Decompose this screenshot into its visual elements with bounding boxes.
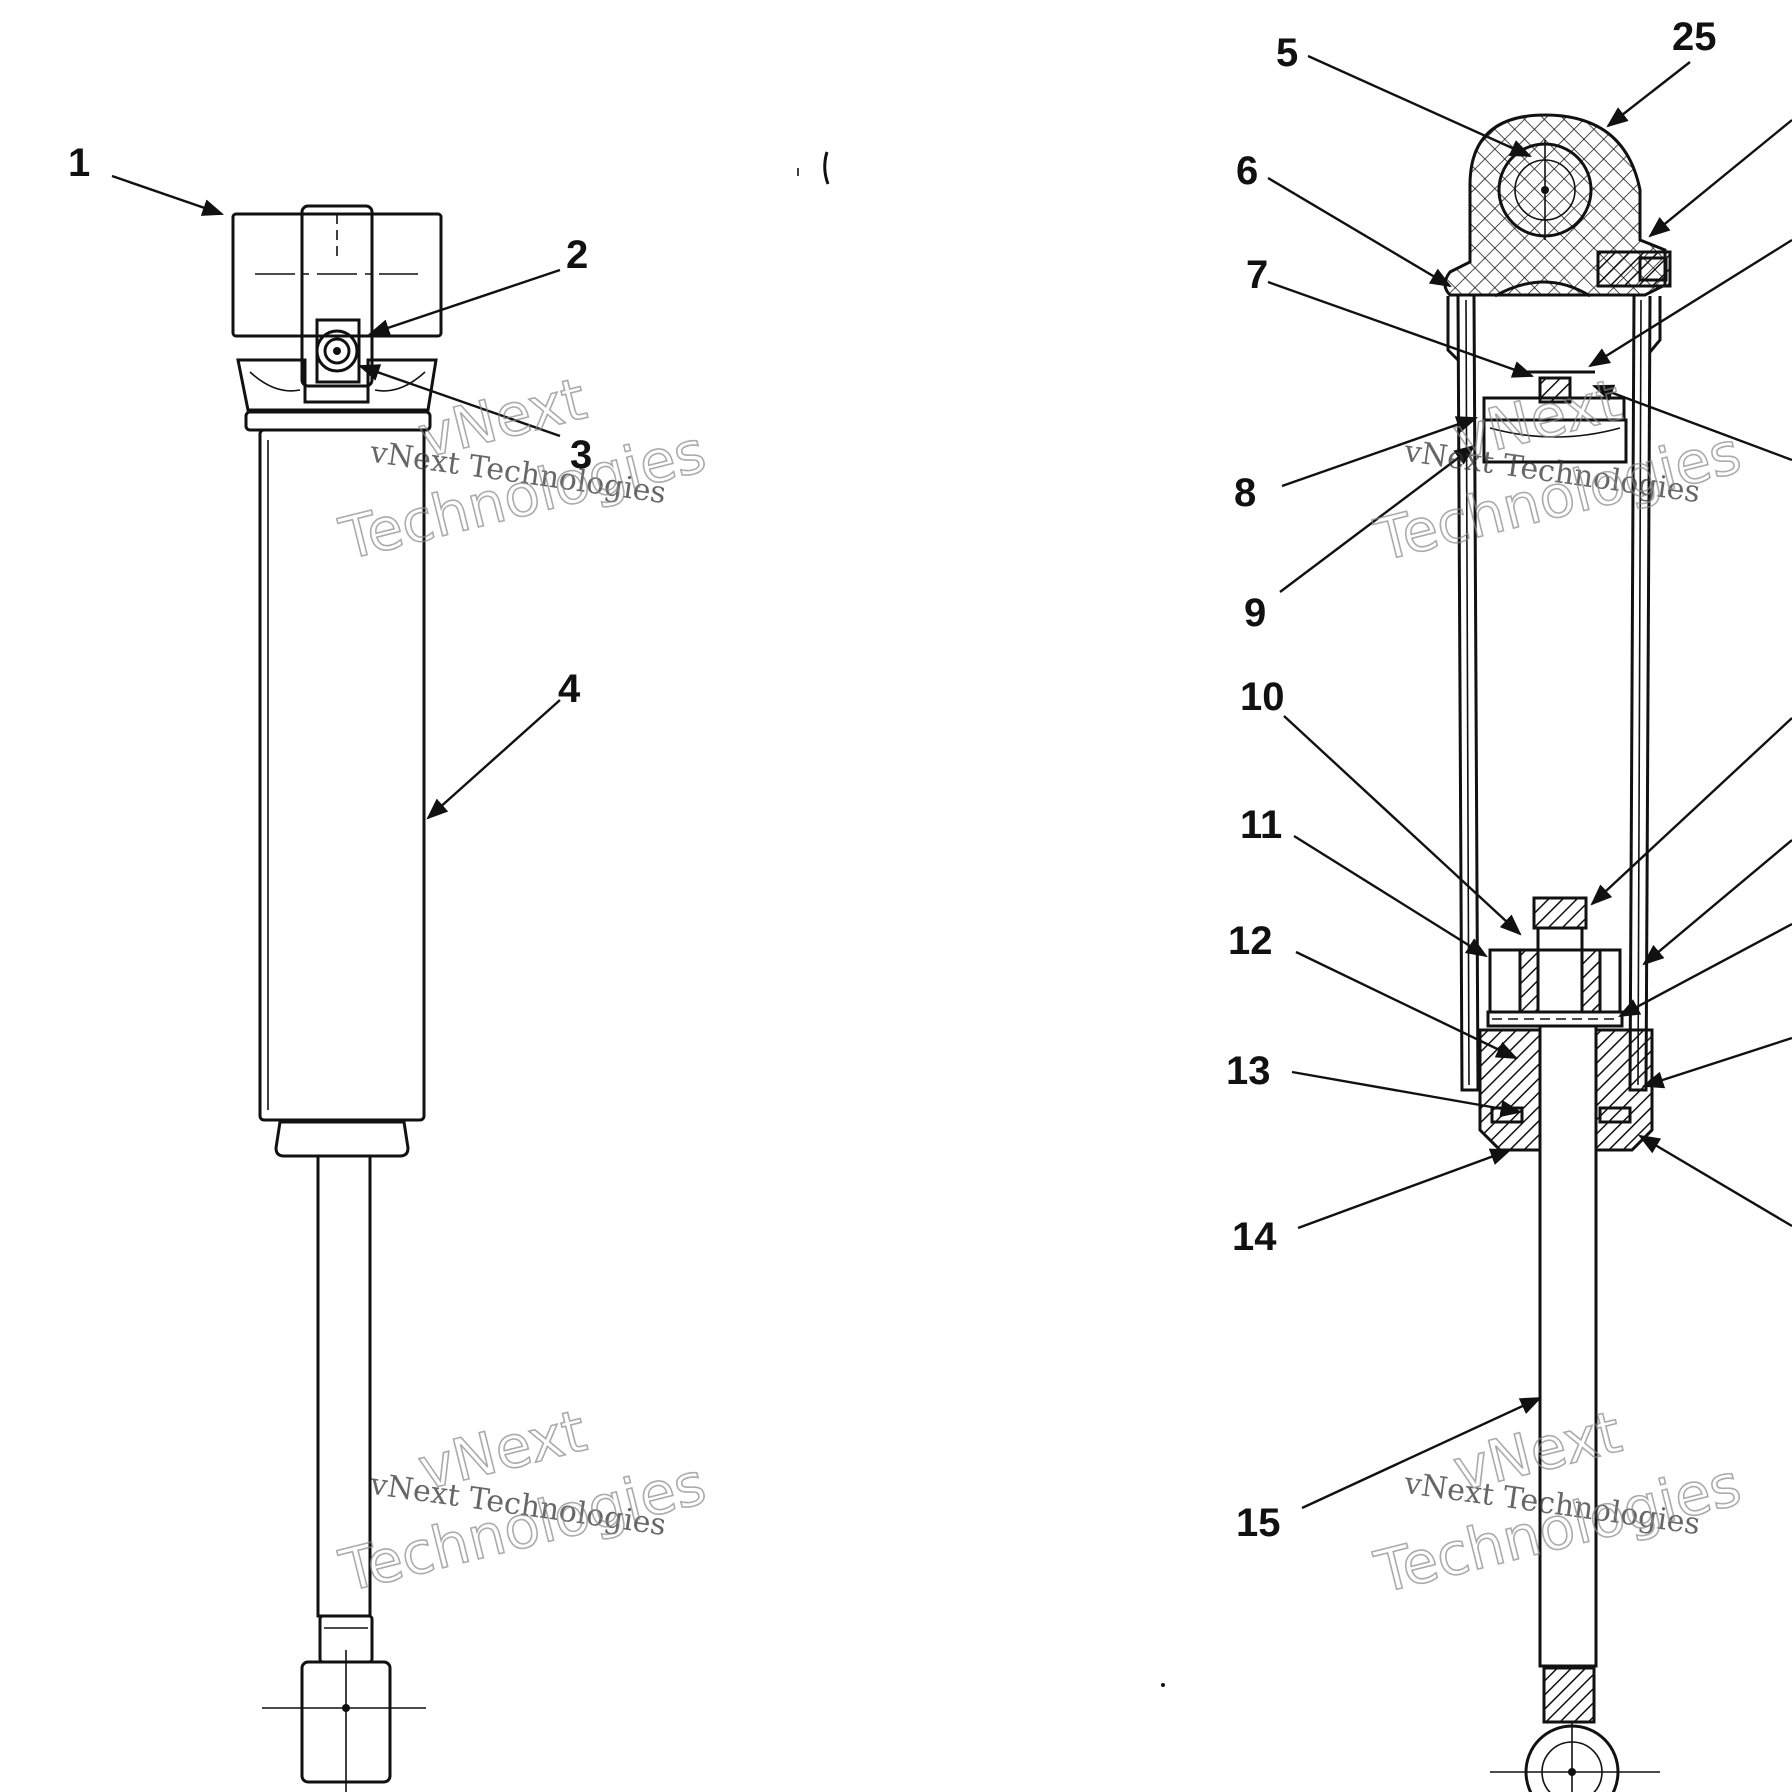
callout-10: 10 bbox=[1240, 675, 1285, 719]
leader-10 bbox=[1283, 715, 1522, 936]
leader-4 bbox=[426, 699, 561, 820]
leader-15 bbox=[1301, 1396, 1542, 1510]
seal-head bbox=[1478, 1028, 1654, 1152]
cutaway-top-eye bbox=[1443, 113, 1667, 297]
bottom-mount-eye bbox=[262, 1650, 426, 1792]
top-mount-boss bbox=[300, 204, 374, 388]
leader-1 bbox=[111, 174, 225, 216]
leader-lines bbox=[111, 54, 1792, 1510]
schrader-valve bbox=[315, 318, 361, 384]
callout-8: 8 bbox=[1234, 471, 1256, 515]
callout-labels: 1 2 3 4 5 25 6 7 8 9 10 11 12 13 14 15 bbox=[68, 15, 1717, 1545]
leader-9 bbox=[1279, 444, 1476, 593]
shock-external-view bbox=[231, 204, 443, 1792]
leader-8 bbox=[1281, 416, 1479, 488]
callout-7: 7 bbox=[1246, 253, 1268, 297]
shock-body bbox=[258, 428, 426, 1122]
callout-3: 3 bbox=[570, 433, 592, 477]
leader-2 bbox=[367, 268, 561, 336]
leader-12 bbox=[1295, 950, 1518, 1060]
callout-2: 2 bbox=[566, 233, 588, 277]
callout-4: 4 bbox=[558, 667, 581, 711]
callout-15: 15 bbox=[1236, 1501, 1281, 1545]
callout-5: 5 bbox=[1276, 31, 1298, 75]
shock-cutaway-view bbox=[1443, 113, 1672, 1792]
leader-5 bbox=[1307, 54, 1532, 158]
callout-6: 6 bbox=[1236, 149, 1258, 193]
callout-13: 13 bbox=[1226, 1049, 1271, 1093]
cutaway-shaft bbox=[1538, 1024, 1598, 1668]
callout-25: 25 bbox=[1672, 15, 1717, 59]
callout-11: 11 bbox=[1240, 803, 1282, 847]
cutaway-cylinder bbox=[1456, 295, 1480, 1092]
callout-1: 1 bbox=[68, 141, 90, 185]
callout-9: 9 bbox=[1244, 591, 1266, 635]
cutaway-bottom-eye bbox=[1490, 1722, 1660, 1792]
callout-14: 14 bbox=[1232, 1215, 1277, 1259]
main-piston bbox=[1486, 896, 1624, 1028]
leader-11 bbox=[1293, 834, 1488, 958]
leader-14 bbox=[1297, 1148, 1513, 1230]
callout-12: 12 bbox=[1228, 919, 1273, 963]
leader-13 bbox=[1291, 1070, 1523, 1118]
leader-3 bbox=[357, 364, 561, 438]
leader-6 bbox=[1267, 176, 1452, 288]
leader-7 bbox=[1267, 280, 1535, 378]
leader-25 bbox=[1606, 61, 1691, 128]
body-cap bbox=[236, 358, 438, 412]
